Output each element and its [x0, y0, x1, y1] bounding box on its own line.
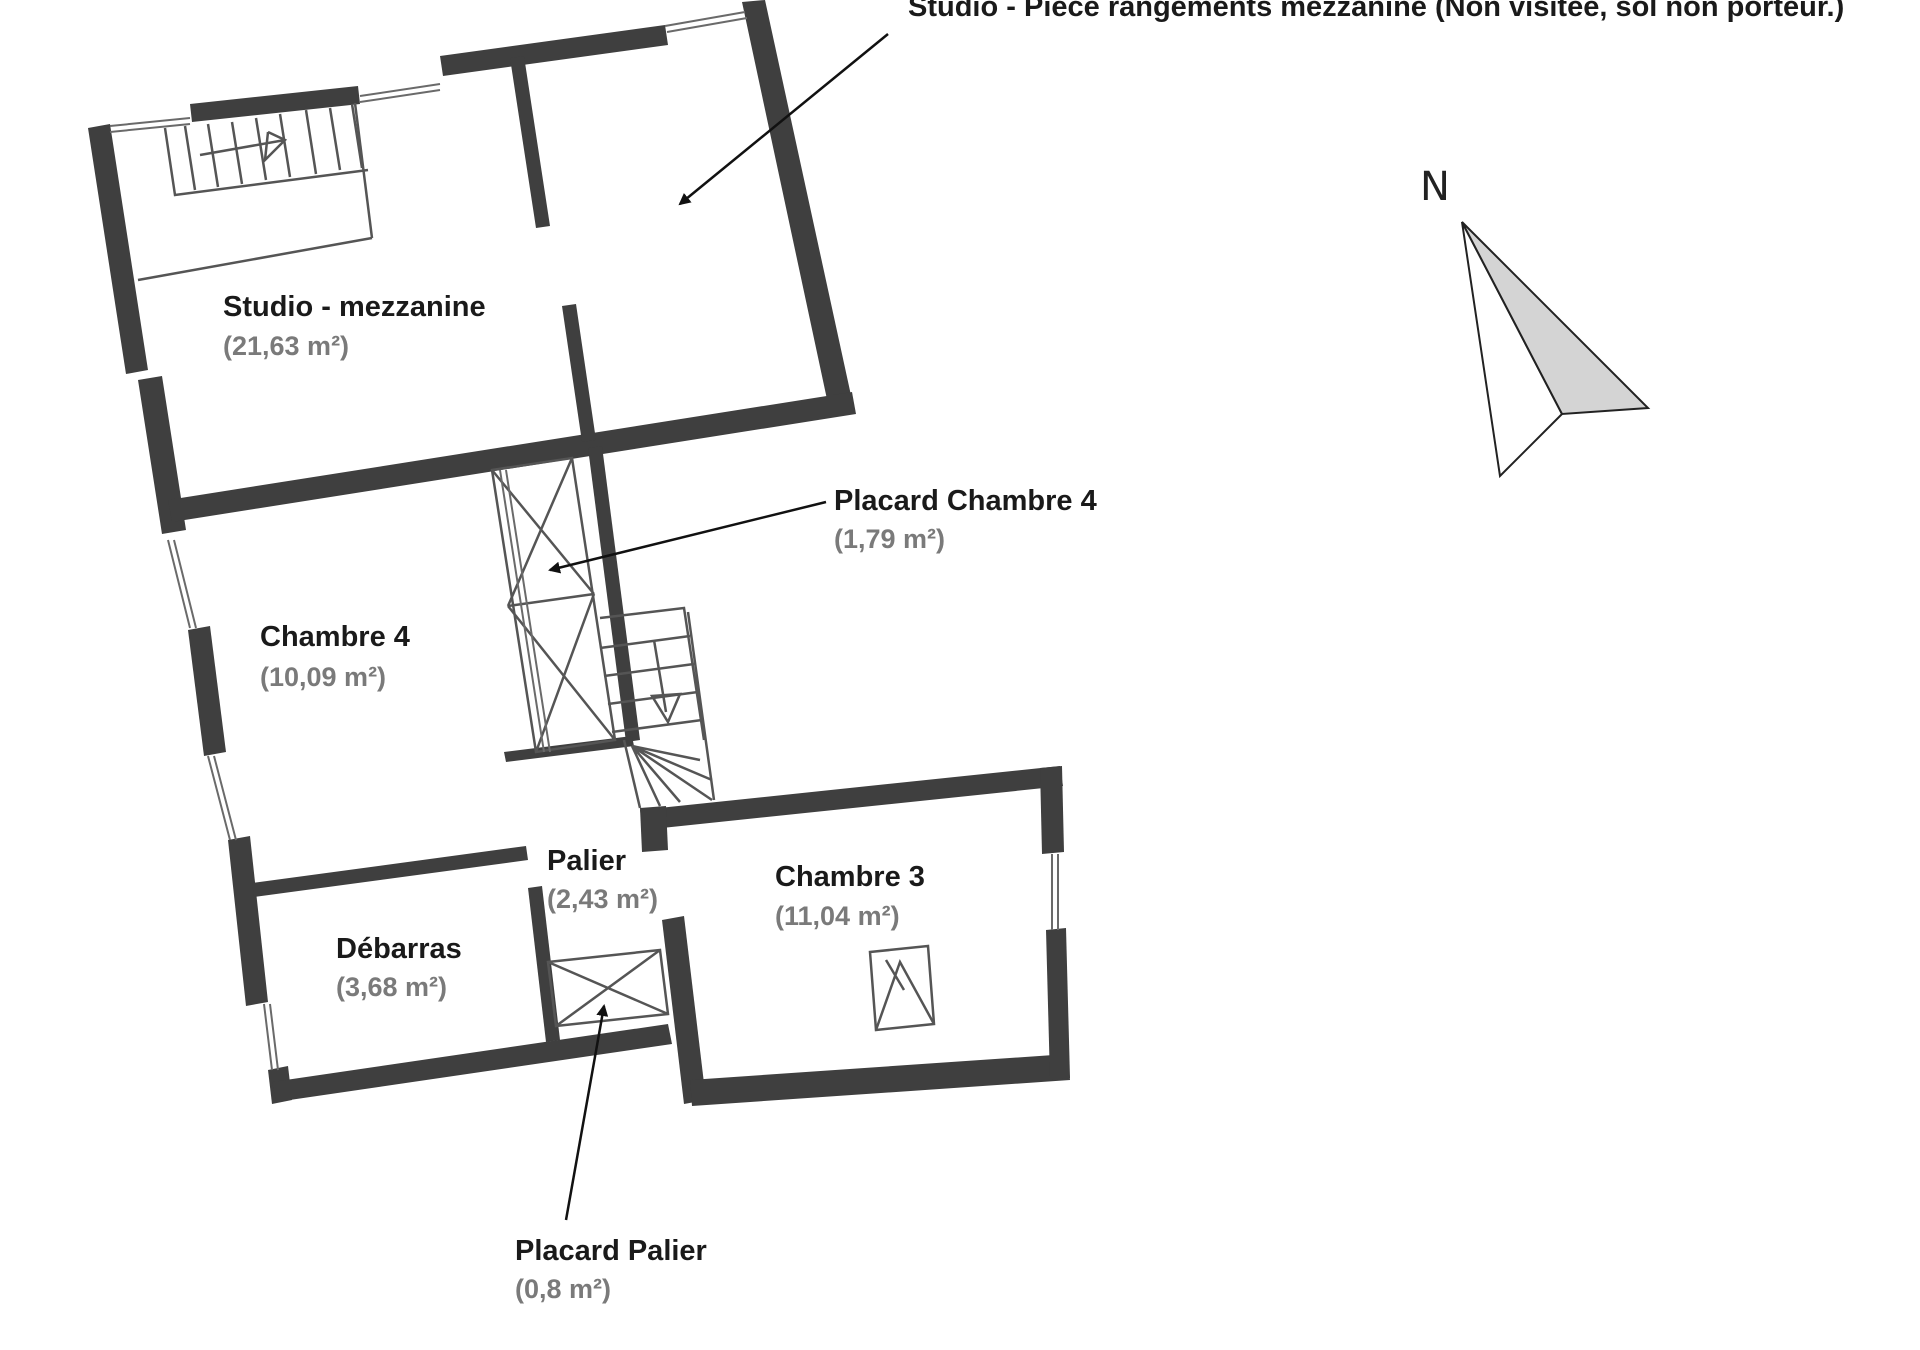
chambre3-label: Chambre 3 [775, 861, 925, 893]
palier-stairs [599, 606, 716, 809]
window-studio-top-right [664, 11, 748, 33]
wall-chambre3-bottom [690, 1054, 1070, 1106]
wall-studio-partition-upper [510, 56, 550, 228]
wall-studio-left-bottom [138, 376, 186, 534]
wall-studio-left-top [88, 124, 148, 374]
windows [109, 11, 1059, 1071]
north-letter: N [1420, 164, 1450, 210]
wall-debarras-left [228, 836, 268, 1006]
wall-studio-right [742, 0, 852, 404]
roof-window [868, 944, 936, 1032]
wall-chambre3-top [640, 766, 1063, 830]
studio-mezzanine-label: Studio - mezzanine [223, 291, 486, 323]
room-labels: Studio - Pièce rangements mezzanine (Non… [223, 0, 1844, 1304]
stair-arrow-icon [199, 130, 288, 164]
wall-bottom-left [272, 1024, 672, 1102]
arrow-studio-storage [678, 33, 889, 206]
window-chambre4-left-upper [167, 539, 197, 629]
window-studio-top-mid [359, 83, 441, 103]
leader-arrows [548, 33, 889, 1221]
palier-label: Palier [547, 845, 626, 877]
palier-area: (2,43 m²) [547, 884, 658, 914]
placard-palier-box [546, 948, 670, 1028]
wall-chambre3-right-top [1040, 766, 1064, 854]
placard-chambre4-label: Placard Chambre 4 [834, 485, 1097, 517]
wall-chambre3-left [662, 916, 706, 1104]
north-arrow-right-half [1461, 221, 1651, 416]
placard-chambre4-box [490, 456, 617, 754]
window-chambre3-right [1051, 854, 1059, 930]
debarras-label: Débarras [336, 933, 462, 965]
wall-studio-partition-lower [562, 304, 596, 442]
placard-chambre4-area: (1,79 m²) [834, 524, 945, 554]
wall-debarras-top [252, 846, 528, 897]
wall-chambre4-left [188, 626, 226, 756]
arrow-placard-palier [564, 1004, 609, 1221]
studio-stairs [137, 102, 374, 282]
placard-palier-label: Placard Palier [515, 1235, 707, 1267]
window-studio-top [109, 117, 191, 133]
window-debarras-left [263, 1003, 279, 1071]
wall-studio-top-right [440, 25, 668, 76]
wall-studio-top-left [190, 86, 360, 122]
north-arrow-icon: N [1420, 164, 1651, 479]
stair-down-arrow-icon [649, 639, 682, 725]
wall-chambre3-top-stub [640, 806, 668, 852]
placard-palier-area: (0,8 m²) [515, 1274, 611, 1304]
chambre3-area: (11,04 m²) [775, 901, 900, 931]
wall-placard-divider [588, 446, 640, 742]
chambre4-label: Chambre 4 [260, 621, 410, 653]
wall-studio-bottom [168, 392, 856, 522]
studio-storage-label: Studio - Pièce rangements mezzanine (Non… [908, 0, 1844, 23]
wall-chambre3-right-bottom [1046, 928, 1070, 1080]
debarras-area: (3,68 m²) [336, 972, 447, 1002]
arrow-placard-chambre4 [548, 500, 827, 574]
chambre4-area: (10,09 m²) [260, 662, 386, 692]
studio-mezzanine-area: (21,63 m²) [223, 331, 349, 361]
walls [88, 0, 1070, 1106]
window-chambre4-left-lower [207, 755, 237, 841]
